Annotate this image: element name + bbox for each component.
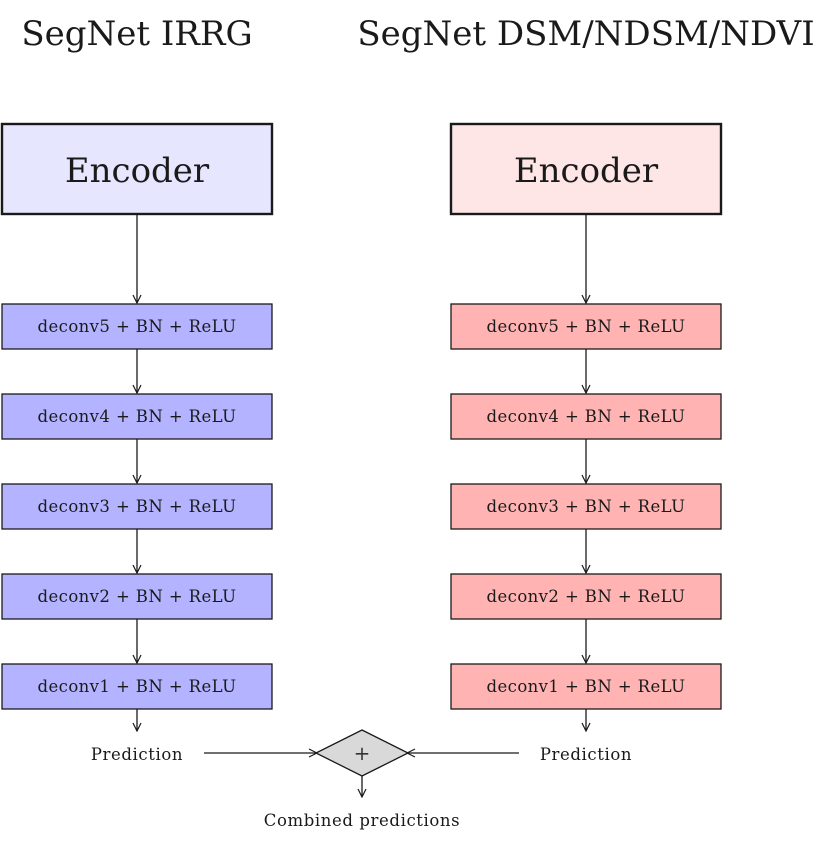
layer-box <box>1 393 273 440</box>
branch-irrg: SegNet IRRG Encoder deconv5 + BN + ReLU … <box>0 14 317 764</box>
combined-predictions-label: Combined predictions <box>264 811 460 830</box>
layer-label: deconv1 + BN + ReLU <box>38 677 237 696</box>
decoder-layer-deconv2: deconv2 + BN + ReLU <box>450 573 722 620</box>
layer-box <box>1 303 273 350</box>
branch-title: SegNet IRRG <box>21 14 252 54</box>
layer-box <box>450 663 722 710</box>
layer-label: deconv2 + BN + ReLU <box>487 587 686 606</box>
layer-label: deconv4 + BN + ReLU <box>38 407 237 426</box>
layer-box <box>450 303 722 350</box>
layer-label: deconv4 + BN + ReLU <box>487 407 686 426</box>
layer-box <box>450 393 722 440</box>
layer-label: deconv3 + BN + ReLU <box>487 497 686 516</box>
layer-label: deconv5 + BN + ReLU <box>487 317 686 336</box>
decoder-layer-deconv3: deconv3 + BN + ReLU <box>450 483 722 530</box>
layer-box <box>450 483 722 530</box>
encoder-block: Encoder <box>0 122 274 216</box>
layer-box <box>1 663 273 710</box>
encoder-block: Encoder <box>449 122 723 216</box>
layer-label: deconv3 + BN + ReLU <box>38 497 237 516</box>
combiner: + Combined predictions <box>264 729 460 830</box>
decoder-layer-deconv1: deconv1 + BN + ReLU <box>450 663 722 710</box>
decoder-layer-deconv4: deconv4 + BN + ReLU <box>450 393 722 440</box>
encoder-box <box>449 122 723 216</box>
decoder-layer-deconv5: deconv5 + BN + ReLU <box>1 303 273 350</box>
decoder-layer-deconv1: deconv1 + BN + ReLU <box>1 663 273 710</box>
branch-title: SegNet DSM/NDSM/NDVI <box>357 14 814 54</box>
decoder-layer-deconv4: deconv4 + BN + ReLU <box>1 393 273 440</box>
prediction-label: Prediction <box>91 745 183 764</box>
plus-symbol: + <box>354 741 371 765</box>
branch-dsm: SegNet DSM/NDSM/NDVI Encoder deconv5 + B… <box>357 14 814 764</box>
decoder-layer-deconv5: deconv5 + BN + ReLU <box>450 303 722 350</box>
layer-box <box>450 573 722 620</box>
layer-label: deconv1 + BN + ReLU <box>487 677 686 696</box>
layer-label: deconv2 + BN + ReLU <box>38 587 237 606</box>
layer-label: deconv5 + BN + ReLU <box>38 317 237 336</box>
encoder-label: Encoder <box>514 151 659 191</box>
decoder-layer-deconv3: deconv3 + BN + ReLU <box>1 483 273 530</box>
encoder-box <box>0 122 274 216</box>
decoder-layer-deconv2: deconv2 + BN + ReLU <box>1 573 273 620</box>
layer-box <box>1 573 273 620</box>
prediction-label: Prediction <box>540 745 632 764</box>
encoder-label: Encoder <box>65 151 210 191</box>
